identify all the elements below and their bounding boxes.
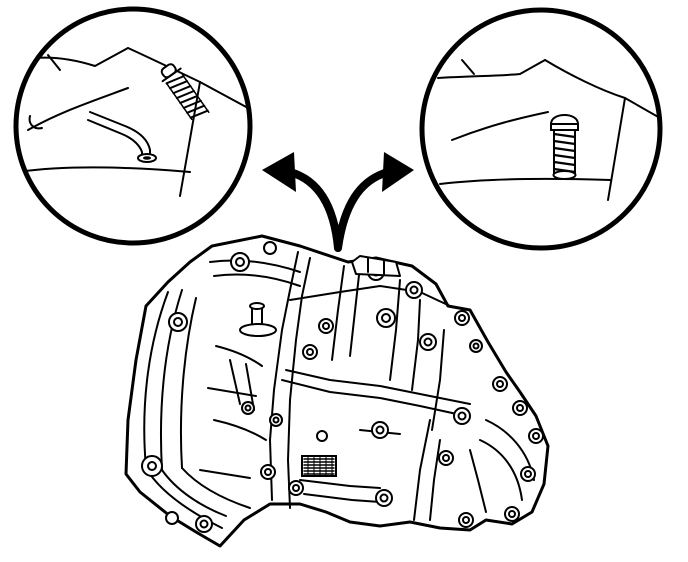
transmission-assembly [124,234,550,548]
left-detail-housing-lines [17,47,249,197]
left-detail-circle-border [13,6,253,246]
transmission-outline [124,234,550,548]
installed-plug-spring [549,114,580,180]
case-bosses [241,263,544,528]
breather-plug-spring [160,63,210,121]
case-body-lines [199,251,535,521]
breather-tube [87,111,157,163]
arrow-to-right-detail [334,152,414,252]
flange-bolt-bosses [141,241,277,533]
top-mount-pad [351,255,401,277]
right-detail-housing-lines [437,59,660,201]
breather-fitting [239,302,277,337]
right-detail-view [419,7,663,251]
right-detail-circle-border [419,7,663,251]
arrow-to-left-detail [262,152,342,252]
left-detail-view [13,6,253,246]
id-plate [301,455,337,477]
